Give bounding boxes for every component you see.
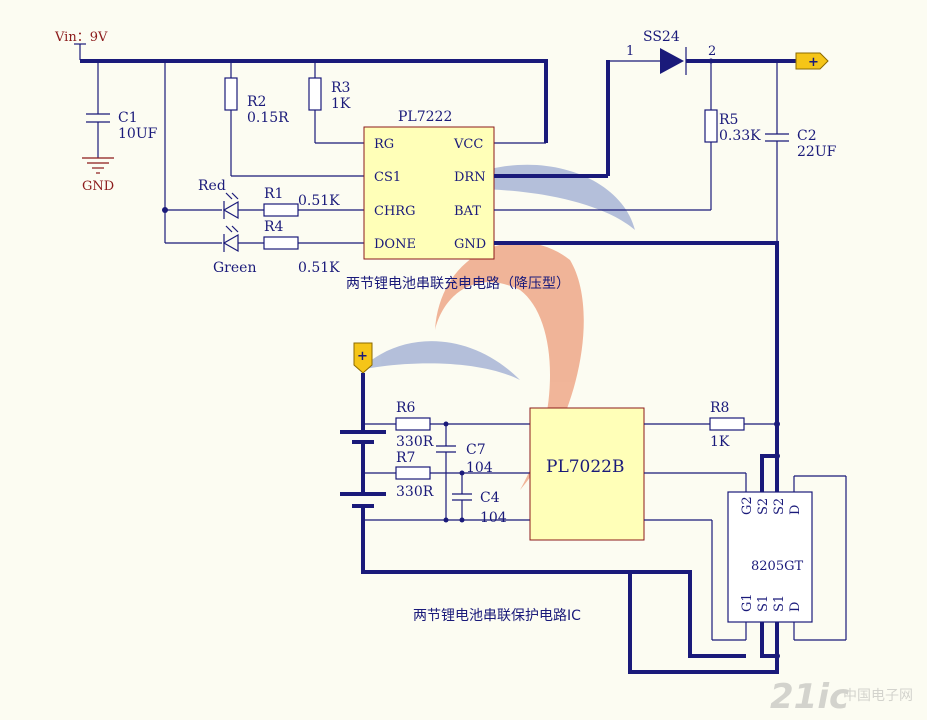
pin-bat: BAT [454, 204, 481, 219]
c4-value: 104 [480, 510, 507, 526]
c2-ref: C2 [797, 128, 817, 144]
r1-resistor [263, 203, 299, 217]
output-plus-label: + [808, 55, 819, 70]
r1-ref: R1 [264, 186, 283, 202]
r6-resistor [395, 417, 431, 431]
diode-ref: SS24 [643, 29, 680, 45]
pin-vcc: VCC [453, 137, 483, 152]
led-red-label: Red [198, 178, 226, 194]
ss24-diode [660, 47, 687, 75]
r2-value: 0.15R [247, 110, 289, 126]
pin-drn: DRN [454, 170, 486, 185]
pin-done: DONE [374, 237, 416, 252]
battery-cell-1 [340, 430, 386, 444]
pin-d-top: D [788, 505, 803, 515]
pin-gnd: GND [454, 237, 486, 252]
r1-value: 0.51K [298, 193, 340, 209]
r2-ref: R2 [247, 94, 266, 110]
r5-value: 0.33K [719, 128, 761, 144]
svg-text:21ic: 21ic [770, 677, 849, 717]
r4-value: 0.51K [298, 260, 340, 276]
site-watermark-logo: 21ic 中国电子网 [770, 677, 913, 717]
battery-plus-label: + [357, 349, 368, 364]
led-red [222, 192, 239, 220]
pin-g2: G2 [740, 496, 755, 515]
pin-d-bottom: D [788, 602, 803, 612]
r7-ref: R7 [396, 450, 415, 466]
r7-value: 330R [396, 484, 434, 500]
pin-s2a: S2 [756, 498, 771, 515]
battery-plus-terminal [353, 342, 373, 374]
r6-ref: R6 [396, 400, 416, 416]
c4-ref: C4 [480, 490, 500, 506]
r5-ref: R5 [719, 112, 738, 128]
r8-ref: R8 [710, 400, 729, 416]
ground-symbol [82, 157, 114, 174]
8205gt-name: 8205GT [751, 559, 803, 574]
r7-resistor [395, 466, 431, 480]
pin-rg: RG [374, 137, 394, 152]
pl7022b-name: PL7022B [546, 457, 624, 477]
pin-chrg: CHRG [374, 204, 415, 219]
r4-ref: R4 [264, 219, 284, 235]
battery-cell-2 [340, 492, 386, 508]
c7-value: 104 [466, 460, 493, 476]
svg-text:中国电子网: 中国电子网 [843, 688, 913, 704]
pin-s1b: S1 [772, 595, 787, 612]
r8-value: 1K [710, 434, 730, 450]
r6-value: 330R [396, 434, 434, 450]
output-terminal [795, 52, 829, 70]
r3-ref: R3 [331, 80, 350, 96]
diode-pin1: 1 [626, 44, 634, 59]
led-green [222, 225, 239, 253]
pin-g1: G1 [740, 593, 755, 612]
diode-pin2: 2 [708, 44, 716, 59]
r3-resistor [308, 77, 322, 111]
r2-resistor [224, 77, 238, 111]
gnd-label: GND [82, 179, 114, 194]
c1-value: 10UF [118, 126, 158, 142]
charger-caption: 两节锂电池串联充电电路（降压型） [346, 276, 570, 292]
led-green-label: Green [213, 260, 256, 276]
c1-ref: C1 [118, 110, 138, 126]
pin-s2b: S2 [772, 498, 787, 515]
c7-ref: C7 [466, 442, 486, 458]
r8-resistor [709, 417, 745, 431]
vin-label: Vin：9V [54, 30, 108, 45]
r3-value: 1K [331, 96, 351, 112]
c2-value: 22UF [797, 144, 837, 160]
pin-cs1: CS1 [374, 170, 401, 185]
r4-resistor [263, 236, 299, 250]
pin-s1a: S1 [756, 595, 771, 612]
8205gt-chip [727, 491, 813, 623]
pl7222-name: PL7222 [398, 109, 452, 125]
protection-caption: 两节锂电池串联保护电路IC [413, 608, 581, 624]
r5-resistor [704, 109, 718, 143]
pl7222-chip [363, 126, 495, 260]
pl7022b-chip [529, 407, 645, 541]
